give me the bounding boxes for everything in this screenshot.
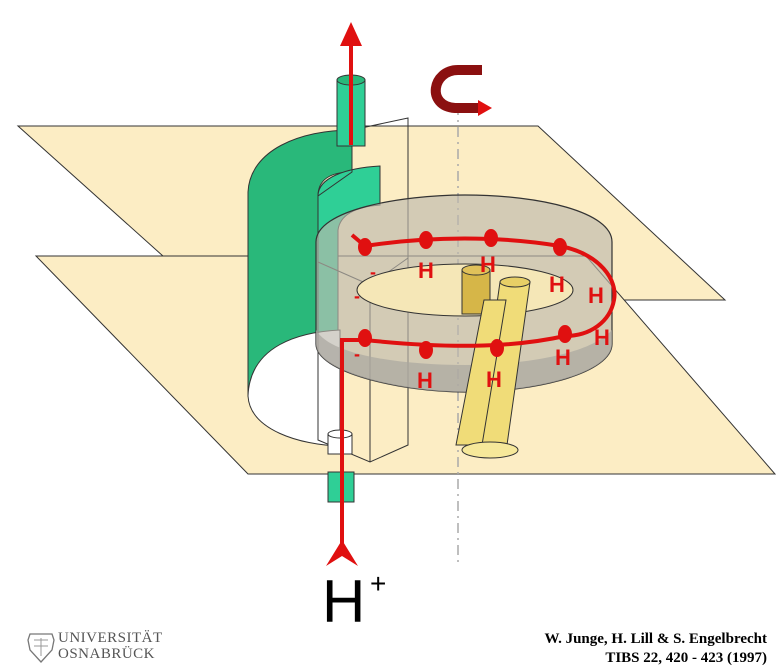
ring-proton-label: H (480, 252, 496, 277)
gamma-subunit-rods (455, 264, 531, 459)
proton-symbol: H (322, 568, 366, 635)
ring-proton-label: H (555, 345, 571, 370)
ring-proton-label: H (549, 272, 565, 297)
ring-charge-label: - (370, 262, 376, 282)
proton-charge: + (370, 568, 387, 599)
outlet-arrow-icon (340, 22, 362, 46)
citation-authors: W. Junge, H. Lill & S. Engelbrecht (544, 631, 767, 647)
inlet-arrow-icon (326, 540, 358, 566)
ring-charge-label: - (354, 286, 360, 306)
rotation-arrow-icon (430, 65, 492, 116)
university-logo-icon (27, 633, 55, 663)
citation-journal: TIBS 22, 420 - 423 (1997) (605, 650, 767, 666)
ring-proton-label: H (588, 283, 604, 308)
proton-binding-sites (358, 229, 572, 359)
ring-proton-label: H (486, 367, 502, 392)
ring-proton-label: H (418, 258, 434, 283)
rotor-ring-lower-band (316, 330, 612, 392)
university-name-line1: UNIVERSITÄT (58, 630, 163, 646)
university-name: UNIVERSITÄT OSNABRÜCK (58, 630, 163, 662)
ring-charge-label: - (354, 344, 360, 364)
ring-proton-label: H (594, 325, 610, 350)
university-name-line2: OSNABRÜCK (58, 646, 156, 662)
citation: W. Junge, H. Lill & S. Engelbrecht TIBS … (544, 630, 767, 668)
ring-proton-label: H (417, 368, 433, 393)
